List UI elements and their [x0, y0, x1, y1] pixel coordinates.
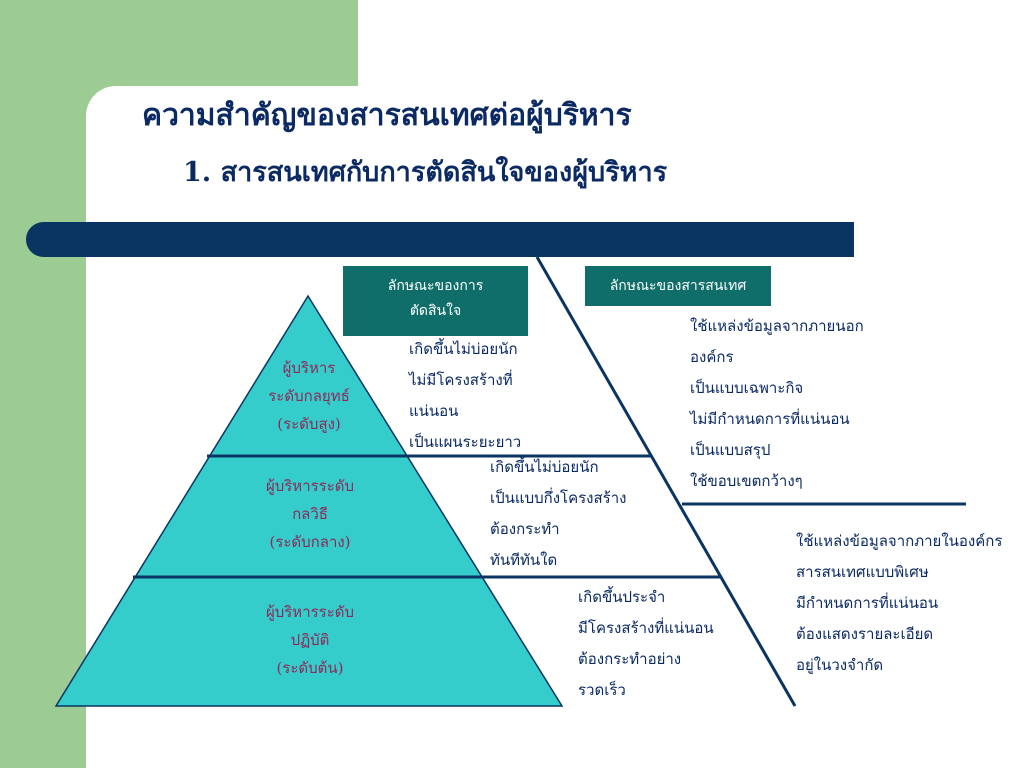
list-item: แน่นอน [409, 402, 459, 420]
list-item: ต้องแสดงรายละเอียด [796, 625, 934, 643]
pyramid-shape [54, 294, 564, 707]
list-item: เกิดขึ้นไม่บ่อยนัก [409, 340, 518, 358]
list-item: อยู่ในวงจำกัด [796, 656, 884, 674]
tier-label-line: (ระดับสูง) [277, 415, 341, 433]
tier-label-line: ผู้บริหารระดับ [265, 477, 355, 495]
list-item: มีกำหนดการที่แน่นอน [796, 594, 939, 612]
background-green-left [0, 0, 86, 768]
list-item: ทันทีทันใด [490, 551, 558, 569]
information-traits-internal: ใช้แหล่งข้อมูลจากภายในองค์กร สารสนเทศแบบ… [796, 526, 1002, 681]
decision-traits-tactical: เกิดขึ้นไม่บ่อยนัก เป็นแบบกึ่งโครงสร้าง … [490, 452, 626, 576]
slide-subtitle: 1. สารสนเทศกับการตัดสินใจของผู้บริหาร [183, 157, 668, 188]
tier-label-line: ปฏิบัติ [290, 631, 330, 649]
decision-traits-header: ลักษณะของการ ตัดสินใจ [343, 266, 528, 336]
decision-header-line2: ตัดสินใจ [409, 303, 462, 319]
tier-label-line: (ระดับกลาง) [269, 533, 351, 551]
list-item: ไม่มีกำหนดการที่แน่นอน [690, 410, 850, 428]
list-item: สารสนเทศแบบพิเศษ [796, 563, 929, 581]
decision-traits-operational: เกิดขึ้นประจำ มีโครงสร้างที่แน่นอน ต้องก… [578, 582, 714, 706]
list-item: ไม่มีโครงสร้างที่ [409, 371, 513, 389]
list-item: ต้องกระทำ [490, 520, 560, 538]
information-traits-header: ลักษณะของสารสนเทศ [585, 266, 771, 306]
tier-label-line: (ระดับต้น) [276, 659, 344, 677]
list-item: มีโครงสร้างที่แน่นอน [578, 619, 714, 637]
list-item: ต้องกระทำอย่าง [578, 650, 682, 668]
list-item: ใช้แหล่งข้อมูลจากภายนอก [690, 317, 864, 335]
decision-header-line1: ลักษณะของการ [387, 278, 484, 294]
tier-tactical: ผู้บริหารระดับ กลวิธี (ระดับกลาง) [230, 472, 390, 556]
list-item: เกิดขึ้นประจำ [578, 588, 666, 606]
list-item: องค์กร [690, 348, 734, 366]
list-item: เป็นแบบกึ่งโครงสร้าง [490, 489, 627, 507]
diagonal-divider-line [535, 256, 797, 707]
list-item: เป็นแบบเฉพาะกิจ [690, 379, 804, 397]
list-item: รวดเร็ว [578, 681, 626, 699]
tier-label-line: ผู้บริหาร [282, 359, 336, 377]
tier-strategic: ผู้บริหาร ระดับกลยุทธ์ (ระดับสูง) [238, 354, 380, 438]
list-item: เป็นแบบสรุป [690, 441, 771, 459]
information-traits-external: ใช้แหล่งข้อมูลจากภายนอก องค์กร เป็นแบบเฉ… [690, 311, 864, 497]
list-item: ใช้ขอบเขตกว้างๆ [690, 472, 803, 490]
tier-label-line: กลวิธี [292, 505, 328, 523]
list-item: ใช้แหล่งข้อมูลจากภายในองค์กร [796, 532, 1003, 550]
navy-banner-bar [26, 222, 854, 257]
list-item: เกิดขึ้นไม่บ่อยนัก [490, 458, 599, 476]
tier-operational: ผู้บริหารระดับ ปฏิบัติ (ระดับต้น) [230, 598, 390, 682]
slide-title: ความสำคัญของสารสนเทศต่อผู้บริหาร [142, 98, 632, 133]
decision-traits-strategic: เกิดขึ้นไม่บ่อยนัก ไม่มีโครงสร้างที่ แน่… [409, 334, 521, 458]
tier-label-line: ระดับกลยุทธ์ [268, 387, 350, 405]
list-item: เป็นแผนระยะยาว [409, 433, 522, 451]
tier-label-line: ผู้บริหารระดับ [265, 603, 355, 621]
